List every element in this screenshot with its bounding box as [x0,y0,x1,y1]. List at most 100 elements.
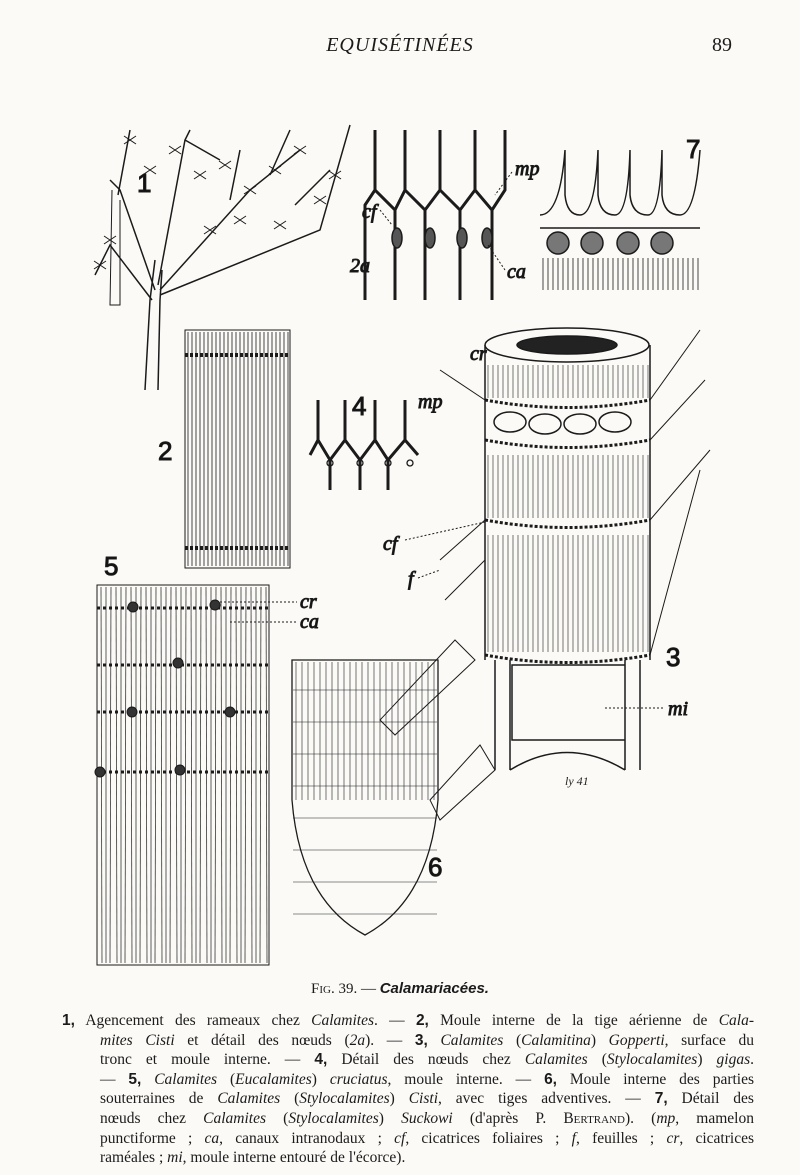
twig-line [103,235,117,245]
legend-text: Stylocalamites [299,1090,390,1108]
rib-line [139,586,142,964]
figure-legend: 1, Agencement des rameaux chez Calamites… [62,1011,754,1168]
legend-text: . — [374,1012,416,1029]
legend-text [428,1032,441,1049]
legend-text: Suckowi [401,1109,453,1127]
label-cf-top: cf [362,201,379,223]
figure-number: Fig. 39. — [311,981,380,997]
figure-ref-number: 1, [62,1012,75,1029]
legend-text: , feuilles ; [575,1129,667,1147]
legend-text: , cicatrices foliaires ; [405,1129,572,1147]
rib-line [130,586,133,964]
legend-text: tronc et moule interne. — [100,1051,315,1069]
fig1-branching-drawing [93,124,351,391]
rib-line [244,586,247,964]
fig3-trunk-drawing [439,327,711,771]
legend-text: cr [666,1129,680,1147]
rib-line [235,586,238,964]
rib-line [115,586,118,964]
label-cr-fig5: cr [300,591,317,613]
legend-text: Cisti [408,1090,439,1108]
rib-line [259,586,262,964]
figure-ref-number: 5, [128,1070,142,1088]
legend-text: nœuds chez [100,1109,204,1127]
figure-ref-number: 7, [654,1090,668,1108]
legend-text: Gopperti [608,1031,665,1049]
rib-line [109,586,112,964]
legend-text: cruciatus [329,1070,388,1088]
page-number: 89 [712,34,732,56]
fig3-number: 3 [666,642,680,672]
twig-line [268,165,282,175]
figure-ref-number: 2, [415,1012,429,1029]
rib-line [229,586,232,964]
legend-text: raméales ; [100,1149,168,1167]
legend-text: , moule interne entouré de l'écorce). [182,1149,406,1167]
legend-text: Calamites [217,1090,281,1108]
running-title: EQUISÉTINÉES [326,34,474,56]
legend-text: ) [590,1031,609,1049]
fig7-node-drawing [539,149,701,290]
legend-text [141,1071,154,1088]
rib-line [184,586,187,964]
legend-line: — 5, Calamites (Eucalamites) cruciatus, … [62,1070,754,1090]
legend-text: Calamites [311,1012,375,1029]
legend-text: , avec tiges adventives. — [438,1090,655,1108]
legend-text: mp [656,1109,676,1127]
legend-text: Calamites [524,1051,588,1069]
legend-text: Calamitina [521,1031,591,1049]
legend-text: cf [394,1129,406,1147]
legend-text: , mamelon [675,1109,754,1127]
legend-text: , cicatrices [679,1129,754,1147]
legend-text: punctiforme ; [100,1129,205,1147]
rib-line [154,586,157,964]
legend-text: 2a [349,1031,366,1049]
twig-line [168,145,182,155]
legend-line: souterraines de Calamites (Stylocalamite… [62,1089,754,1109]
legend-text: Cala- [718,1012,754,1029]
legend-text: Moule interne de la tige aérienne de [428,1012,719,1029]
rib-line [169,586,172,964]
label-mp-top: mp [515,158,539,180]
legend-text: ). — [365,1031,415,1049]
legend-text: ( [266,1109,289,1127]
legend-text: gigas [716,1051,751,1069]
figure-caption: Fig. 39. — Calamariacées. [0,980,800,998]
legend-line: raméales ; mi, moule interne entouré de … [62,1148,754,1168]
fig1-number: 1 [137,168,151,198]
fig7-number: 7 [686,134,700,164]
figure-ref-number: 4, [314,1051,328,1069]
rib-line [190,586,193,964]
label-ca-fig5: ca [300,611,319,633]
legend-text: Agencement des rameaux chez [74,1012,312,1029]
artist-signature: ly 41 [565,774,589,788]
twig-line [243,185,257,195]
legend-text: ( [503,1031,522,1049]
legend-text: Eucalamites [235,1070,312,1088]
label-2a: 2a [350,255,370,277]
label-f-fig3: f [408,568,416,590]
twig-line [218,160,232,170]
legend-text: souterraines de [100,1090,218,1108]
legend-text: — [100,1070,129,1088]
legend-text: Stylocalamites [606,1051,698,1069]
legend-text: Calamites [154,1070,218,1088]
legend-text: Moule interne des parties [557,1070,755,1088]
twig-line [273,220,287,230]
legend-text: ( [280,1090,300,1108]
label-cf-fig3: cf [383,533,400,555]
legend-text: ca [204,1129,220,1147]
figure-plate: 1 2a mp cf ca 7 2 4 mp cr cf f [93,124,711,966]
legend-text: Calamites [203,1109,267,1127]
legend-text: ( [217,1070,236,1088]
fig5-number: 5 [104,551,118,581]
legend-text: f [571,1129,576,1147]
legend-text: mi [167,1149,183,1167]
fig4-node-drawing [308,400,420,490]
legend-text: ). ( [624,1109,657,1127]
label-cr-fig3: cr [470,343,487,365]
legend-text: Détail des nœuds chez [327,1051,525,1069]
rib-line [175,586,178,964]
fig6-underground-mould-drawing [291,639,496,936]
fig2-mould-drawing [184,329,291,569]
